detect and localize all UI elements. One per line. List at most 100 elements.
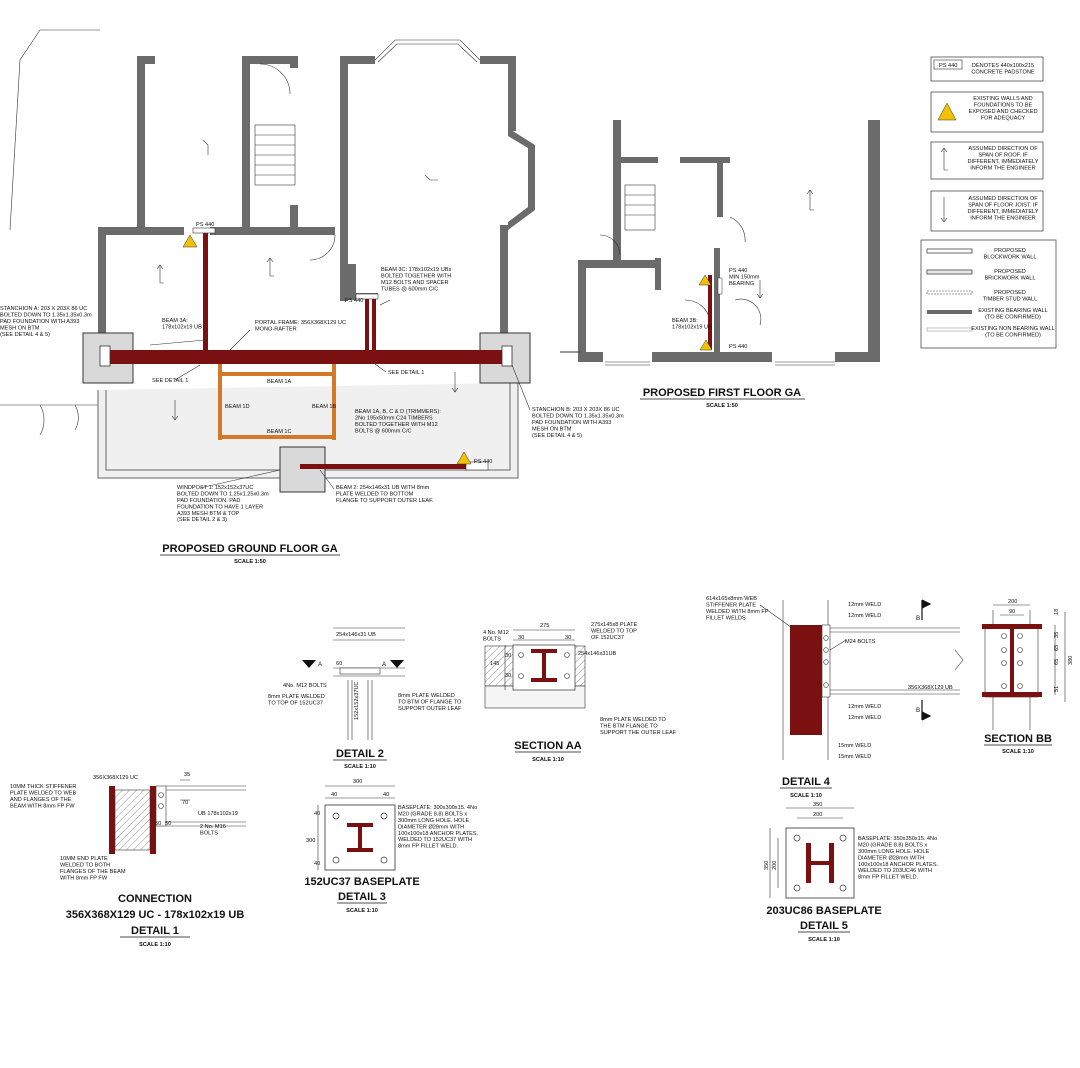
d1-title-2: 356X368X129 UC - 178x102x19 UB xyxy=(66,909,245,921)
d3-dim-40c: 40 xyxy=(314,811,320,817)
bolt-icon xyxy=(332,812,340,820)
d1-dim-50b: 50 xyxy=(165,821,171,827)
d3-scale: SCALE 1:10 xyxy=(346,908,378,914)
ps-label: PS 440 xyxy=(196,222,214,228)
windows xyxy=(605,361,835,366)
bolt-icon xyxy=(380,812,388,820)
note-trimmers: BEAM 1A, B, C & D (TRIMMERS):2No 195x50m… xyxy=(355,409,441,434)
detail-2: A A 254x146x31 UB 60 4No. M12 BOLTS 8mm … xyxy=(268,627,462,770)
external-doors xyxy=(0,404,100,436)
first-floor-walls xyxy=(578,120,880,362)
aa-dim-145: 145 xyxy=(490,661,499,667)
aa-dim-275: 275 xyxy=(540,623,549,629)
d4-beam: 356X368X129 UB xyxy=(908,685,953,691)
bolt-icon xyxy=(823,659,829,665)
detail-3: 300 40 40 300 40 40 BASEPLATE: 300x300x1… xyxy=(304,779,478,914)
legend-wall-swatches xyxy=(926,248,973,332)
timber-trimmers xyxy=(218,364,336,440)
warning-icon xyxy=(937,102,957,121)
beam-3c-2 xyxy=(372,298,376,350)
span-arrow-icon xyxy=(451,372,459,393)
d1-dim-70: 70 xyxy=(182,800,188,806)
d2-title: DETAIL 2 xyxy=(336,748,384,760)
detail-1: 35 70 50 50 356X368X129 UC 10MM THICK ST… xyxy=(10,772,246,948)
d3-dim-40a: 40 xyxy=(331,792,337,798)
warning-icon xyxy=(456,451,472,465)
d4-weld-6: 15mm WELD xyxy=(838,754,871,760)
d5-title-2: DETAIL 5 xyxy=(800,920,848,932)
aa-dim-30b: 30 xyxy=(565,635,571,641)
ps-label: PS 440 xyxy=(474,459,492,465)
bb-title: SECTION BB xyxy=(984,733,1052,745)
span-arrow-icon xyxy=(266,257,274,277)
span-arrow-icon xyxy=(156,264,164,284)
d4-bolts: M24 BOLTS xyxy=(845,639,876,645)
bolt-icon xyxy=(564,652,570,658)
bolt-icon xyxy=(839,884,847,892)
door-swing xyxy=(259,63,291,95)
section-bb: 200 90 18 35 65 65 380 51 SECTION BB SCA… xyxy=(982,599,1074,755)
d4-weld-1: 12mm WELD xyxy=(848,602,881,608)
d4-mark-b1: B xyxy=(916,615,920,622)
d1-scale: SCALE 1:10 xyxy=(139,942,171,948)
d2-beam: 254x146x31 UB xyxy=(336,632,376,638)
legend-wall-4: EXISTING BEARING WALL(TO BE CONFIRMED) xyxy=(978,308,1047,320)
beam-3c-1 xyxy=(365,298,369,350)
door-swing xyxy=(309,234,336,261)
leader-lines xyxy=(149,299,531,490)
bolt-icon xyxy=(839,834,847,842)
bb-dim-35: 35 xyxy=(1054,632,1060,638)
section-marker-icon xyxy=(302,660,316,668)
ps-label: PS 440 xyxy=(345,298,363,304)
d2-bolts: 4No. M12 BOLTS xyxy=(283,683,327,689)
ff-beam-3b: BEAM 3B:178x102x19 UB xyxy=(672,318,712,330)
d4-mark-b2: B xyxy=(916,707,920,714)
legend-roof-box xyxy=(930,141,1044,180)
padstone xyxy=(717,277,723,295)
d5-title-1: 203UC86 BASEPLATE xyxy=(766,905,881,917)
section-marker-icon xyxy=(921,700,932,721)
legend-floor-box xyxy=(930,190,1044,232)
warning-icon xyxy=(182,234,198,248)
roof-span-arrow-icon xyxy=(940,147,948,171)
d4-stiffener-plate xyxy=(790,625,822,735)
door-swings xyxy=(599,216,762,326)
aa-dim-30d: 30 xyxy=(505,673,511,679)
d4-scale: SCALE 1:10 xyxy=(790,793,822,799)
d4-weld-4: 12mm WELD xyxy=(848,715,881,721)
span-arrow-icon xyxy=(756,280,764,299)
d5-dim-200a: 200 xyxy=(813,812,822,818)
bb-dim-65a: 65 xyxy=(1054,645,1060,651)
portal-frame-beam xyxy=(110,350,510,364)
aa-scale: SCALE 1:10 xyxy=(532,757,564,763)
aa-title: SECTION AA xyxy=(514,740,581,752)
d4-title: DETAIL 4 xyxy=(782,776,831,788)
label-beam-1c: BEAM 1C xyxy=(267,429,292,435)
aa-beam: 254x146x31UB xyxy=(578,651,617,657)
ff-ps-bottom: PS 440 xyxy=(729,344,747,350)
bolt-icon xyxy=(823,682,829,688)
warning-icon xyxy=(698,274,712,286)
d1-title-3: DETAIL 1 xyxy=(131,925,179,937)
d5-dim-350b: 350 xyxy=(764,861,770,870)
padstone xyxy=(355,293,379,300)
first-floor-scale: SCALE 1:50 xyxy=(706,403,738,409)
bb-dim-200: 200 xyxy=(1008,599,1017,605)
